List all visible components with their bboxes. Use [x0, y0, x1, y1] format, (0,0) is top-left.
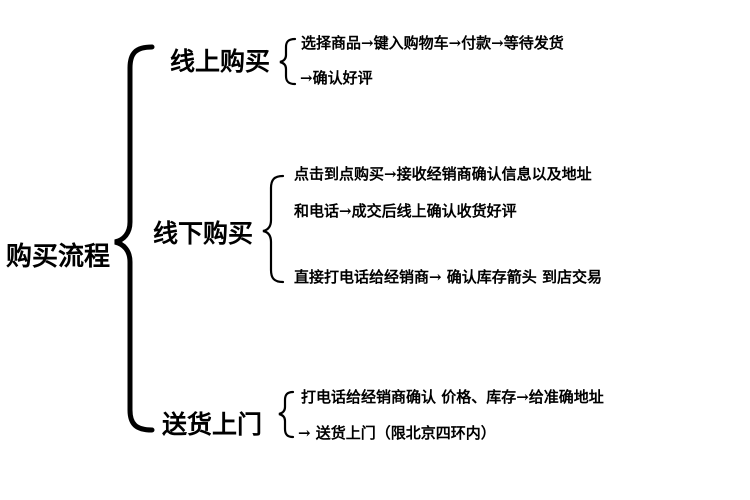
main-brace — [114, 44, 155, 433]
offline-step-2: 和电话→成交后线上确认收货好评 — [294, 202, 517, 220]
offline-step-1: 点击到点购买→接收经销商确认信息以及地址 — [294, 165, 592, 183]
online-step-2: →确认好评 — [300, 69, 373, 87]
delivery-step-1: 打电话给经销商确认 价格、库存→给准确地址 — [301, 388, 604, 406]
category-offline: 线下购买 — [153, 219, 254, 248]
category-online: 线上购买 — [170, 47, 271, 76]
offline-step-3: 直接打电话给经销商→ 确认库存箭头 到店交易 — [294, 268, 603, 286]
category-delivery: 送货上门 — [162, 410, 263, 439]
offline-brace — [262, 174, 285, 284]
root-label: 购买流程 — [6, 242, 111, 272]
delivery-step-2: → 送货上门（限北京四环内） — [298, 424, 496, 442]
deliver-brace — [278, 390, 295, 439]
online-step-1: 选择商品→键入购物车→付款→等待发货 — [301, 34, 564, 52]
online-brace — [279, 37, 297, 86]
